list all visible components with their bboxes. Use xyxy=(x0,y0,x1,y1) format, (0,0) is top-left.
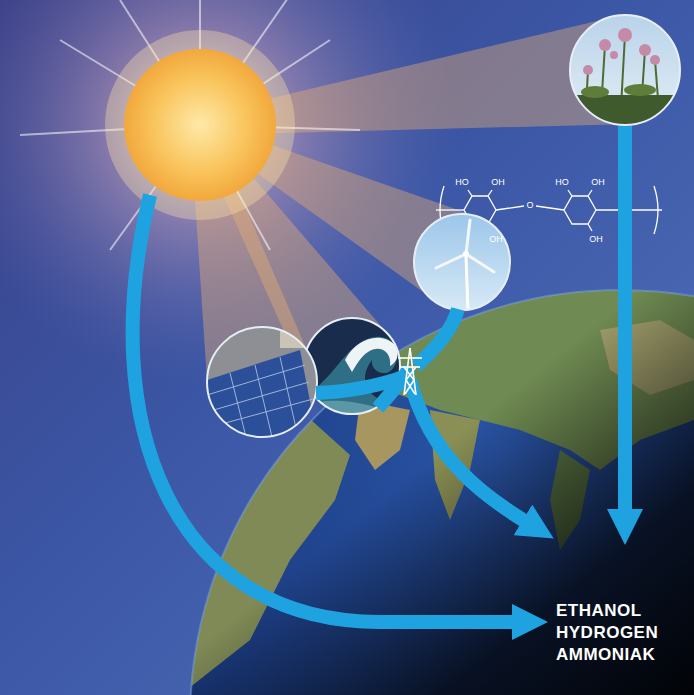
chemical-group: O xyxy=(526,200,533,210)
chemical-group: OH xyxy=(491,177,505,187)
wind-turbine-photo xyxy=(414,214,510,312)
sun-arrow xyxy=(133,195,518,622)
grid-arrow xyxy=(410,380,528,523)
chemical-group: HO xyxy=(455,177,469,187)
chemical-group: HO xyxy=(555,177,569,187)
product-list: ETHANOL HYDROGEN AMMONIAK xyxy=(556,600,658,666)
biomass-arrow xyxy=(618,126,632,515)
biomass-photo xyxy=(570,15,680,125)
wind-arrow xyxy=(416,309,458,366)
solar-panel-photo xyxy=(207,327,317,437)
energy-arrows xyxy=(133,126,625,622)
chemical-group: OH xyxy=(591,177,605,187)
power-pylon xyxy=(398,348,422,395)
chemical-group: OH xyxy=(489,234,503,244)
sun xyxy=(20,0,360,250)
earth xyxy=(150,280,694,695)
chemical-group: OH xyxy=(589,234,603,244)
